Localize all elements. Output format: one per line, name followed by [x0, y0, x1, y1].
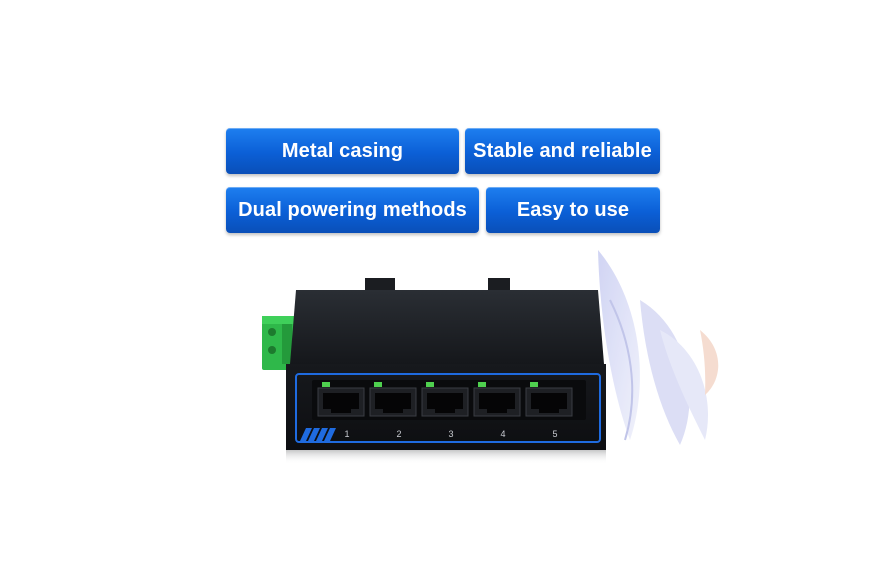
port-led: [374, 382, 382, 387]
port-led: [426, 382, 434, 387]
feature-label: Metal casing: [281, 139, 404, 162]
blue-stripes-logo: [300, 428, 336, 441]
port-number-label: 1: [344, 429, 349, 439]
accent-frame: [295, 373, 601, 443]
rj45-port: 5: [525, 382, 573, 439]
rj45-port: 4: [473, 382, 521, 439]
rj45-port: 3: [421, 382, 469, 439]
rj45-port: 2: [369, 382, 417, 439]
feature-label: Easy to use: [516, 198, 630, 221]
feature-label: Stable and reliable: [473, 139, 652, 162]
feature-badge-easy-to-use: Easy to use: [486, 187, 660, 233]
feature-badge-metal-casing: Metal casing: [226, 128, 459, 174]
surface-reflection: [286, 450, 606, 464]
din-rail-clips: [365, 278, 510, 292]
port-led: [478, 382, 486, 387]
rj45-ports: 1 2 3 4 5: [317, 382, 573, 439]
port-number-label: 2: [396, 429, 401, 439]
feature-label: Dual powering methods: [238, 198, 467, 221]
port-led: [530, 382, 538, 387]
port-number-label: 4: [500, 429, 505, 439]
feature-badge-dual-powering: Dual powering methods: [226, 187, 479, 233]
switch-top-surface: [290, 290, 604, 364]
port-number-label: 5: [552, 429, 557, 439]
feature-badge-stable-reliable: Stable and reliable: [465, 128, 660, 174]
port-led: [322, 382, 330, 387]
port-number-label: 3: [448, 429, 453, 439]
decorative-feathers: [598, 250, 719, 445]
rj45-port: 1: [317, 382, 365, 439]
power-terminal-block: [262, 316, 294, 370]
